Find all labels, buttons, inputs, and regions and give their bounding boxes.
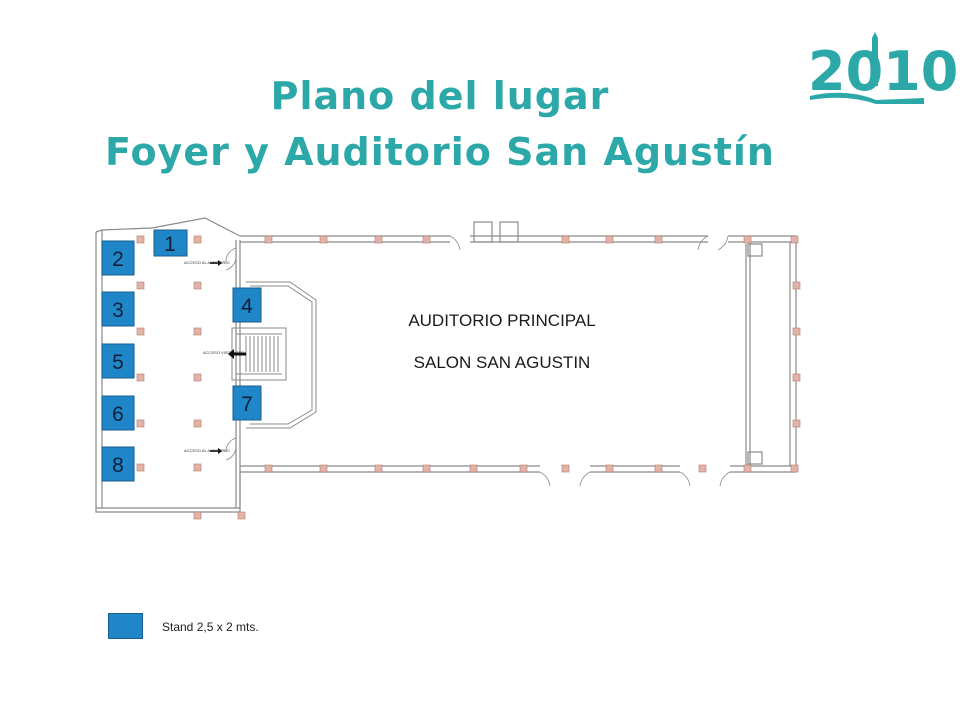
arrow-right-icon	[210, 260, 222, 266]
stand-number: 8	[112, 454, 124, 477]
stand-number: 3	[112, 299, 124, 322]
access-bottom-label: ACCESO AL AUDITORIO	[184, 448, 230, 453]
arrow-left-icon	[228, 349, 246, 359]
doors	[225, 235, 731, 487]
stand-4[interactable]: 4	[232, 287, 262, 323]
title-line-2: Foyer y Auditorio San Agustín	[105, 130, 775, 174]
access-bottom: ACCESO AL AUDITORIO	[184, 448, 230, 454]
logo-text: 2010	[808, 40, 958, 103]
stand-number: 2	[112, 248, 124, 271]
stand-number: 1	[164, 233, 176, 256]
bell-tower-icon	[872, 32, 878, 86]
stand-2[interactable]: 2	[101, 240, 135, 276]
title-line-1: Plano del lugar	[270, 74, 610, 118]
stand-7[interactable]: 7	[232, 385, 262, 421]
access-top: ACCESO AL AUDITORIO	[184, 260, 230, 266]
access-top-label: ACCESO AL AUDITORIO	[184, 260, 230, 265]
stand-8[interactable]: 8	[101, 446, 135, 482]
stand-number: 5	[112, 351, 124, 374]
stand-number: 7	[241, 393, 253, 416]
stand-1[interactable]: 1	[153, 229, 188, 257]
stands: 1 2 3 4 5 6 7 8	[101, 229, 262, 482]
stand-number: 4	[241, 295, 253, 318]
stairs-area	[231, 281, 317, 429]
hall-label-main: AUDITORIO PRINCIPAL	[408, 311, 595, 330]
access-main: ACCESO VISITANTES	[203, 349, 246, 359]
auditorium-walls	[240, 221, 797, 473]
hall-label-salon: SALON SAN AGUSTIN	[414, 353, 591, 372]
legend-swatch	[108, 613, 143, 639]
arrow-right-icon	[210, 448, 222, 454]
stand-5[interactable]: 5	[101, 343, 135, 379]
logo-2010: 2010	[808, 32, 958, 104]
stand-number: 6	[112, 403, 124, 426]
stand-6[interactable]: 6	[101, 395, 135, 431]
columns	[136, 235, 801, 520]
legend-label: Stand 2,5 x 2 mts.	[162, 620, 259, 634]
stand-3[interactable]: 3	[101, 291, 135, 327]
access-main-label: ACCESO VISITANTES	[203, 350, 244, 355]
